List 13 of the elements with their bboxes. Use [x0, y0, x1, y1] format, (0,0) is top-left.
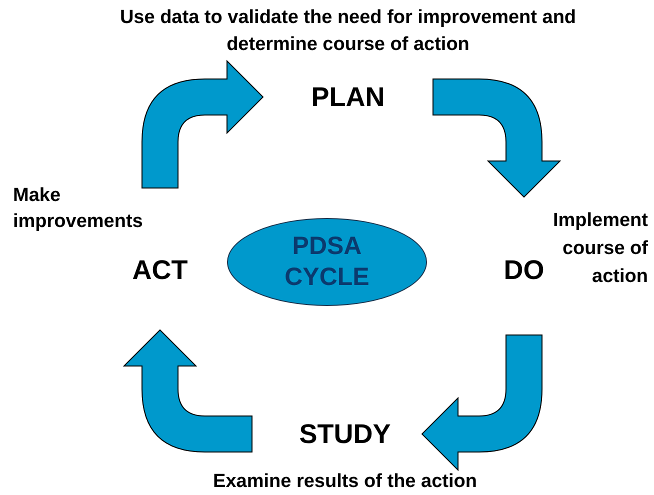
curved-arrow: [422, 334, 542, 470]
stage-label: STUDY: [288, 417, 402, 451]
stage-description: Make improvements: [13, 184, 144, 234]
curved-arrow: [124, 330, 252, 452]
stage-description: Implement course of action: [552, 209, 648, 289]
curved-arrow: [142, 60, 264, 188]
stage-label: DO: [494, 253, 554, 287]
stage-description: Examine results of the action: [212, 471, 478, 493]
stage-description: Use data to validate the need for improvement and determine course of action: [118, 6, 578, 57]
stage-label: PLAN: [300, 80, 396, 114]
stage-label: ACT: [124, 253, 196, 287]
cycle-label: PDSA CYCLE: [284, 231, 370, 293]
curved-arrow: [432, 78, 560, 198]
